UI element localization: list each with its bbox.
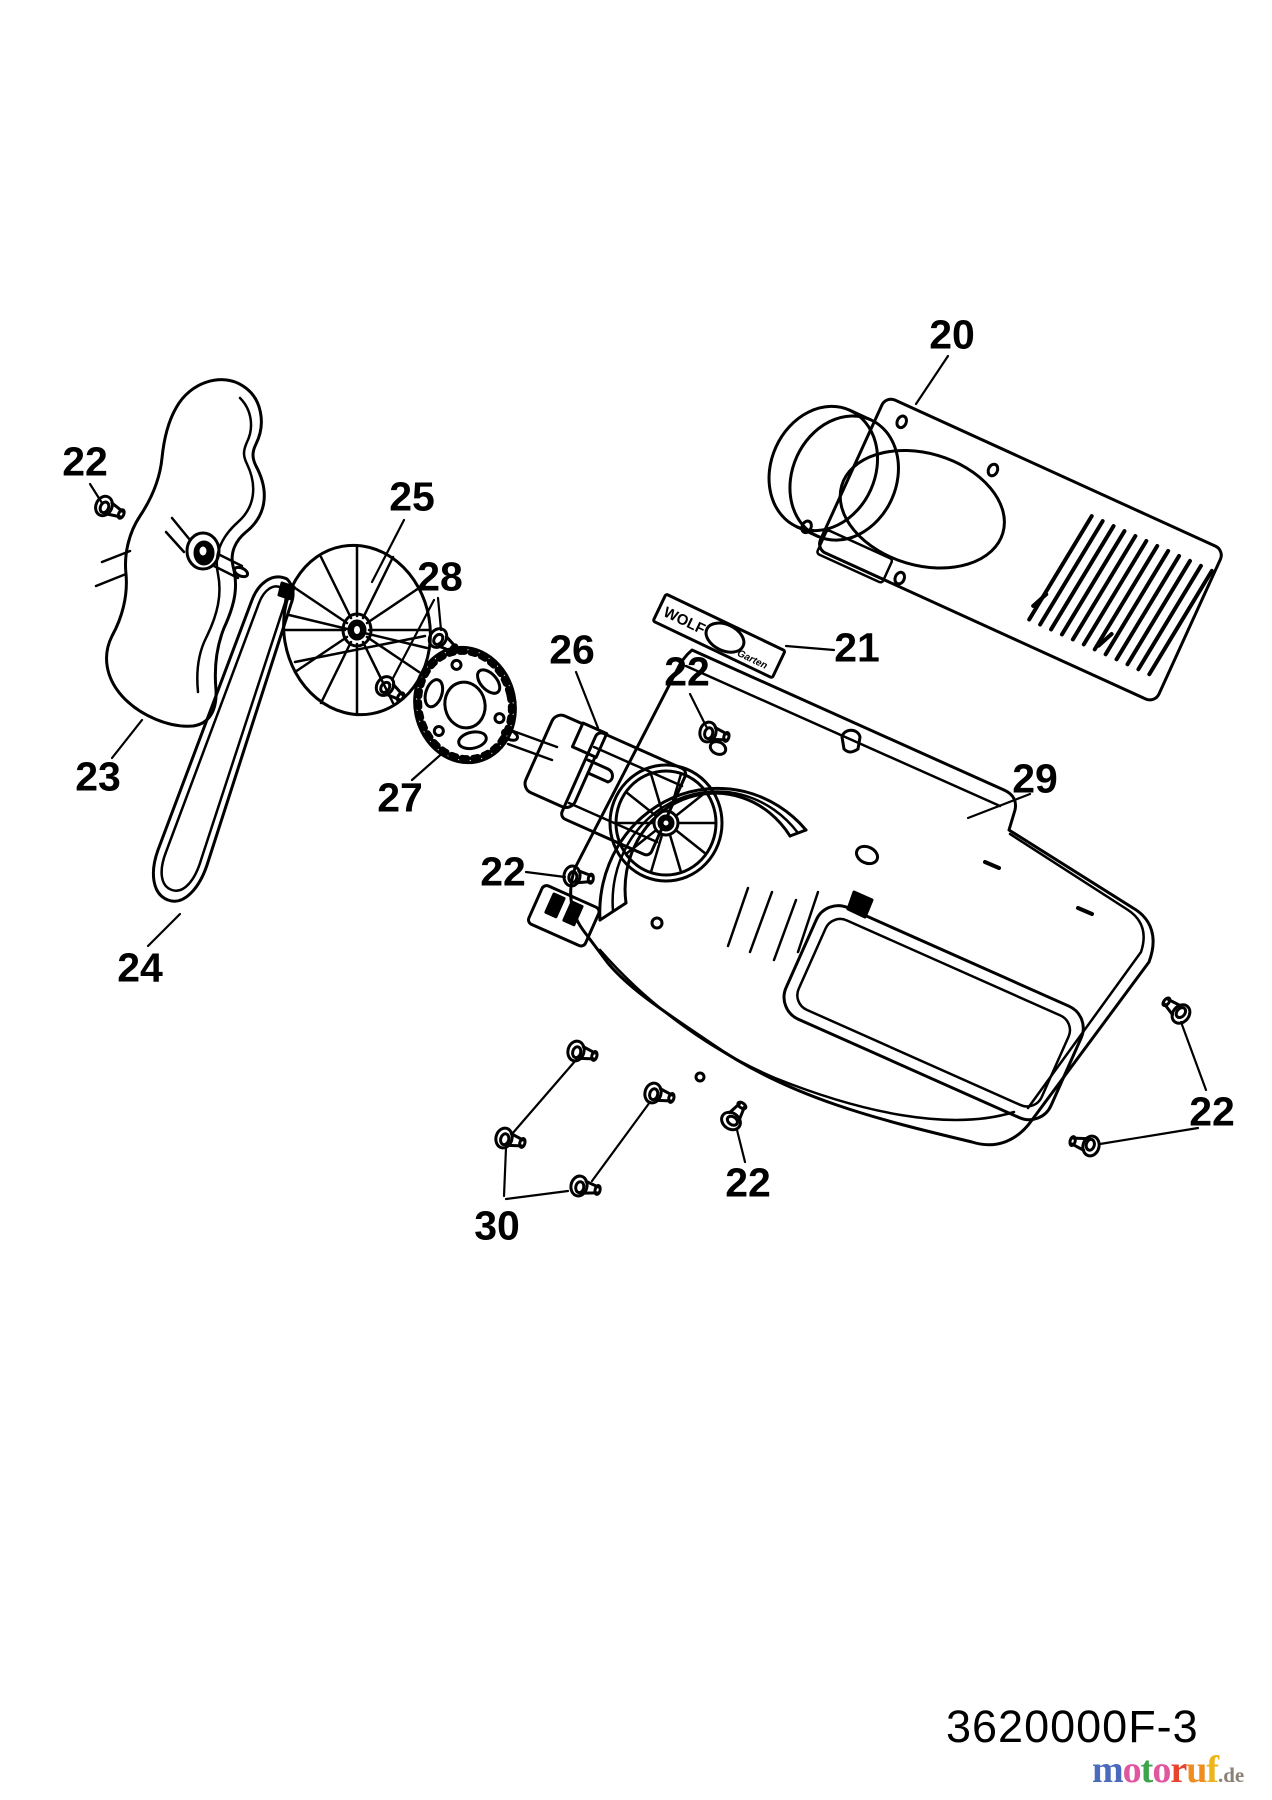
part-label-27: 27	[377, 774, 423, 821]
leader-22-a	[88, 482, 104, 505]
part-label-22-a: 22	[62, 438, 108, 485]
leader-28	[390, 596, 443, 682]
screw-30-b	[492, 1124, 529, 1155]
part-25-fan-wheel	[277, 543, 432, 717]
part-label-22-e: 22	[1189, 1088, 1235, 1135]
part-20-vented-cover	[767, 397, 1223, 702]
leader-27	[410, 748, 448, 782]
logo-letter: r	[1170, 1749, 1187, 1791]
part-label-29: 29	[1012, 755, 1058, 802]
part-label-23: 23	[75, 753, 121, 800]
leader-22-e	[1098, 1020, 1208, 1146]
part-label-30: 30	[474, 1202, 520, 1249]
part-label-22-c: 22	[480, 848, 526, 895]
part-29-housing-base	[569, 648, 1155, 1147]
leader-29	[966, 792, 1032, 820]
housing-inner-panel	[782, 904, 1085, 1122]
screw-30-c	[567, 1173, 604, 1202]
part-23-belt-cover	[94, 378, 266, 728]
motor-connector	[527, 884, 601, 948]
leader-30	[502, 1058, 652, 1201]
screw-22-f	[1066, 1129, 1103, 1160]
belt-cover-pulley-boss	[164, 516, 250, 580]
logo-letter: u	[1186, 1749, 1207, 1791]
part-label-24: 24	[117, 944, 163, 991]
motor-saddle	[598, 786, 820, 962]
part-label-26: 26	[549, 626, 595, 673]
leader-22-d	[735, 1128, 747, 1164]
motor-body	[560, 731, 688, 857]
part-27-pulley-wheel	[413, 645, 517, 765]
leader-21	[784, 644, 836, 652]
screw-22-c	[561, 863, 597, 891]
part-label-22-b: 22	[664, 648, 710, 695]
part-label-20: 20	[929, 311, 975, 358]
diagram-part-code: 3620000F-3	[946, 1701, 1199, 1752]
part-24-v-belt	[151, 575, 295, 903]
leader-25	[370, 518, 406, 584]
leader-26	[574, 670, 600, 730]
part-label-21: 21	[834, 624, 880, 671]
leader-24	[146, 912, 182, 948]
fan-blades	[283, 544, 431, 716]
logo-tld: .de	[1217, 1763, 1245, 1787]
part-label-22-d: 22	[725, 1159, 771, 1206]
screw-22-e	[1156, 991, 1196, 1029]
logo-letter: f	[1206, 1749, 1219, 1791]
cover-oval-opening	[838, 448, 1006, 570]
screw-30-a	[564, 1037, 601, 1068]
screw-22-d	[716, 1096, 754, 1135]
logo-letter: t	[1140, 1749, 1154, 1791]
leader-lines	[88, 354, 1208, 1201]
leader-22-c	[524, 870, 567, 879]
logo-letter: o	[1122, 1749, 1142, 1791]
cover-vent-slats	[1027, 514, 1214, 677]
leader-23	[110, 718, 144, 760]
part-label-25: 25	[389, 473, 435, 520]
leader-20	[914, 354, 950, 406]
part-label-28: 28	[417, 553, 463, 600]
motor-fan	[608, 763, 724, 883]
logo-letter: o	[1152, 1749, 1171, 1791]
motor-shaft	[506, 729, 559, 762]
leader-22-b	[688, 692, 709, 730]
motoruf-logo: motoruf.de	[1092, 1748, 1244, 1792]
screw-28-b	[371, 671, 410, 709]
logo-letter: m	[1092, 1749, 1124, 1791]
